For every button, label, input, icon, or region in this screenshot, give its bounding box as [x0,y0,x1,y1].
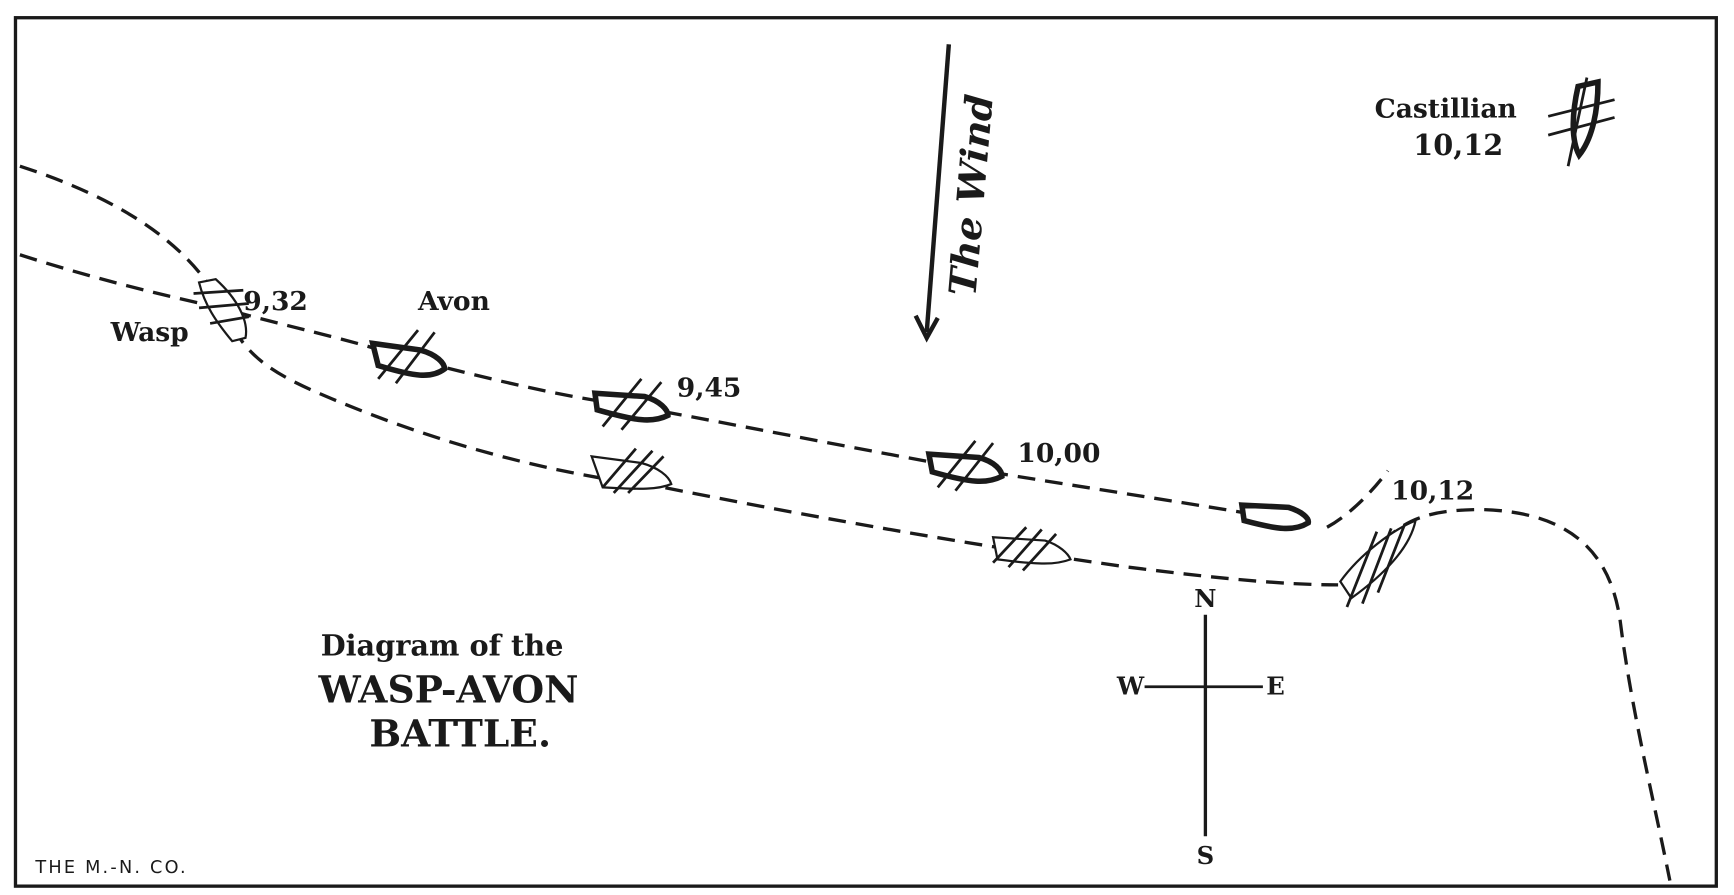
wasp-ship-945 [589,447,673,494]
time-1000: 10,00 [1017,438,1100,469]
compass-s: S [1197,841,1215,870]
wasp-track [19,164,1672,881]
wasp-label: Wasp [110,317,189,348]
avon-ship-945 [591,377,671,431]
compass-rose [1144,614,1263,837]
time-945: 9,45 [677,373,742,404]
castillian-ship [1547,77,1615,167]
avon-ship-1012 [1238,502,1312,532]
wasp-ship-1012 [1338,518,1417,608]
avon-ship-1000 [925,439,1005,492]
wind-arrow [913,44,952,343]
compass-n: N [1194,584,1216,613]
frame-border [13,16,1718,888]
castillian-time: 10,12 [1413,128,1503,162]
title-line1: Diagram of the [321,629,564,663]
title-line3: BATTLE. [369,712,551,756]
avon-label: Avon [417,286,490,317]
castillian-label: Castillian [1375,93,1517,124]
wind-label: The Wind [941,92,1002,297]
publisher-credit: THE M.-N. CO. [34,858,187,878]
wasp-ship-1000 [991,526,1072,572]
title-line2: WASP-AVON [317,667,578,711]
compass-e: E [1266,671,1285,700]
avon-ship-932 [369,329,448,385]
wasp-ship-932 [193,277,250,343]
compass-w: W [1116,671,1145,700]
time-932: 9,32 [243,286,308,317]
time-1012: 10,12 [1391,476,1474,507]
